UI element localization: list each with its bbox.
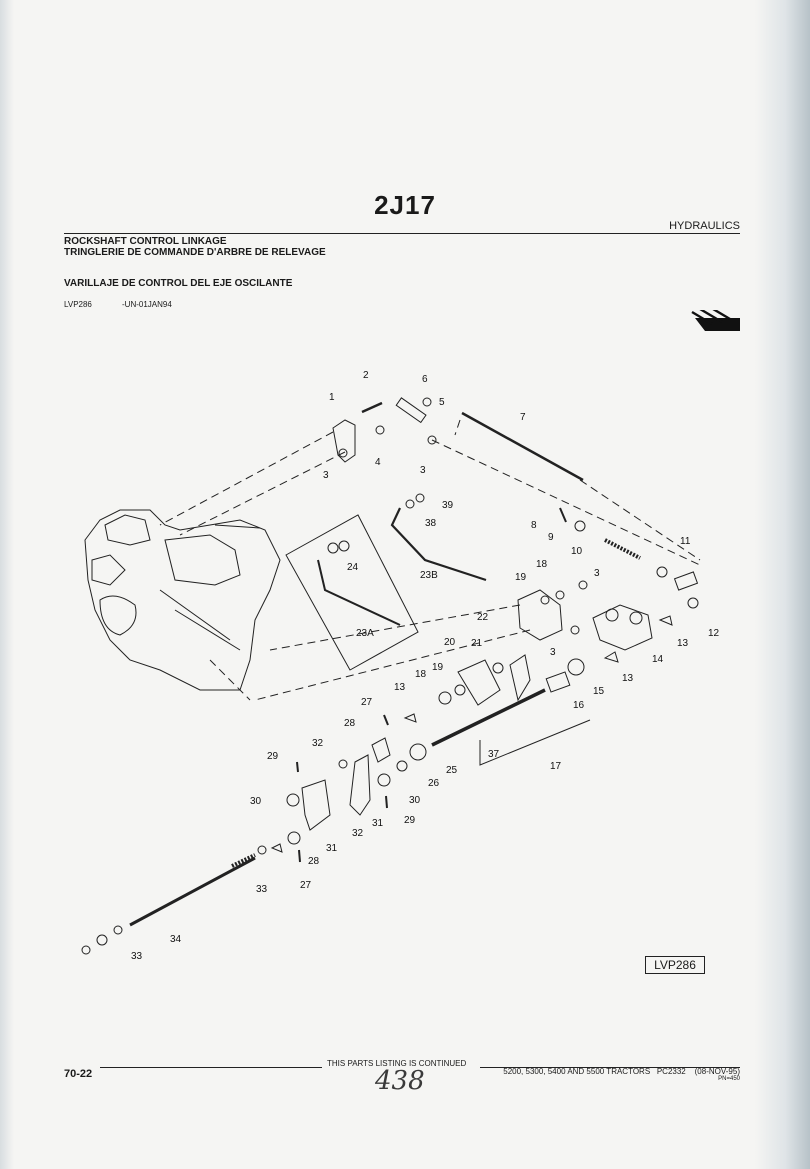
scan-edge-right <box>755 0 810 1169</box>
footer-rule-left <box>100 1067 322 1068</box>
callout-label: 17 <box>550 761 562 772</box>
callout-label: 13 <box>622 673 634 684</box>
callout-label: 25 <box>446 765 458 776</box>
callout-label: 32 <box>312 738 324 749</box>
callout-label: 1 <box>329 392 335 403</box>
callout-label: 3 <box>420 465 426 476</box>
callout-label: 27 <box>300 880 312 891</box>
callout-label: 16 <box>573 700 585 711</box>
heading-english: ROCKSHAFT CONTROL LINKAGE <box>64 236 227 247</box>
callout-label: 29 <box>267 751 279 762</box>
footer-models: 5200, 5300, 5400 AND 5500 TRACTORS PC233… <box>503 1067 740 1076</box>
callout-label: 3 <box>594 568 600 579</box>
illustration-date: -UN-01JAN94 <box>122 300 172 309</box>
pn-code: PN=450 <box>718 1076 740 1082</box>
heading-spanish: VARILLAJE DE CONTROL DEL EJE OSCILANTE <box>64 278 293 289</box>
callout-label: 5 <box>439 397 445 408</box>
pc-code: PC2332 <box>656 1067 686 1076</box>
page-code-title: 2J17 <box>374 190 436 220</box>
heading-french: TRINGLERIE DE COMMANDE D'ARBRE DE RELEVA… <box>64 247 326 258</box>
models-text: 5200, 5300, 5400 AND 5500 TRACTORS <box>503 1067 651 1076</box>
callout-label: 26 <box>428 778 440 789</box>
callout-label: 37 <box>488 749 500 760</box>
callout-label: 32 <box>352 828 364 839</box>
callout-label: 3 <box>323 470 329 481</box>
callout-label: 19 <box>515 572 527 583</box>
inset-box <box>285 514 419 671</box>
illustration-ref: LVP286 <box>64 300 92 309</box>
direction-arrow-icon <box>691 310 740 331</box>
scan-edge-left <box>0 0 14 1169</box>
callout-label: 31 <box>326 843 338 854</box>
callout-label: 38 <box>425 518 437 529</box>
callout-label: 6 <box>422 374 428 385</box>
callout-label: 21 <box>471 638 483 649</box>
callout-label: 18 <box>536 559 548 570</box>
callout-label: 29 <box>404 815 416 826</box>
callout-label: 23A <box>356 628 374 639</box>
callout-label: 14 <box>652 654 664 665</box>
callout-label: 13 <box>677 638 689 649</box>
callout-label: 10 <box>571 546 583 557</box>
callout-label: 27 <box>361 697 373 708</box>
callout-label: 15 <box>593 686 605 697</box>
callout-label: 23B <box>420 570 438 581</box>
callout-label: 3 <box>550 647 556 658</box>
callout-label: 34 <box>170 934 182 945</box>
section-label: HYDRAULICS <box>669 220 740 232</box>
transmission-housing <box>84 509 281 691</box>
footer-date: (08-NOV-95) <box>694 1067 740 1076</box>
callout-label: 2 <box>363 370 369 381</box>
callout-label: 20 <box>444 637 456 648</box>
callout-label: 30 <box>409 795 421 806</box>
continued-note: THIS PARTS LISTING IS CONTINUED <box>327 1059 467 1068</box>
callout-label: 30 <box>250 796 262 807</box>
callout-label: 33 <box>256 884 268 895</box>
callout-label: 13 <box>394 682 406 693</box>
callout-label: 7 <box>520 412 526 423</box>
callout-label: 33 <box>131 951 143 960</box>
handwritten-number: 438 <box>375 1066 425 1096</box>
callout-label: 18 <box>415 669 427 680</box>
callout-label: 4 <box>375 457 381 468</box>
callout-label: 12 <box>708 628 720 639</box>
callout-label: 31 <box>372 818 384 829</box>
callout-label: 39 <box>442 500 454 511</box>
callout-label: 8 <box>531 520 537 531</box>
callout-label: 11 <box>680 536 691 547</box>
callout-label: 24 <box>347 562 359 573</box>
callout-label: 19 <box>432 662 444 673</box>
header-rule <box>64 233 740 234</box>
callout-labels: 1 2 3 3 4 5 6 7 8 9 10 11 12 13 13 13 3 … <box>131 370 720 960</box>
callout-label: 22 <box>477 612 489 623</box>
footer-rule-right <box>480 1067 740 1068</box>
exploded-parts-diagram: 1 2 3 3 4 5 6 7 8 9 10 11 12 13 13 13 3 … <box>81 310 740 960</box>
callout-label: 28 <box>344 718 356 729</box>
callout-label: 28 <box>308 856 320 867</box>
page-number: 70-22 <box>64 1068 93 1080</box>
callout-label: 9 <box>548 532 554 543</box>
illustration-tag: LVP286 <box>645 956 705 974</box>
